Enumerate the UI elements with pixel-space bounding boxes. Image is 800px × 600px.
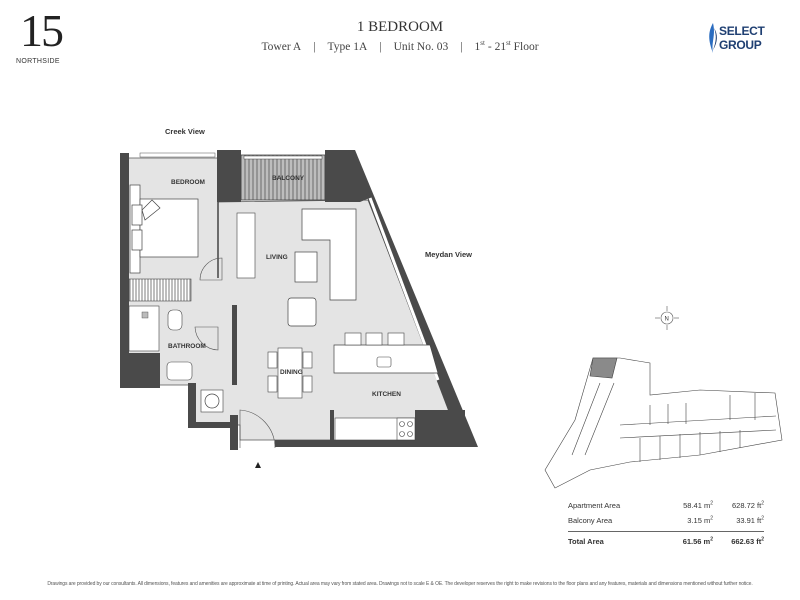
toilet <box>167 309 183 331</box>
view-label-meydan: Meydan View <box>425 250 472 259</box>
coffee-table <box>294 251 318 283</box>
room-label-bathroom: BATHROOM <box>168 343 206 350</box>
washing-machine <box>200 389 224 413</box>
unit-details: Tower A | Type 1A | Unit No. 03 | 1st - 21st F… <box>0 40 800 54</box>
area-label: Apartment Area <box>568 501 621 510</box>
bar-stools <box>344 332 405 346</box>
balcony-railing <box>243 155 323 160</box>
project-logo-subtitle: NORTHSIDE <box>16 58 60 65</box>
armchair <box>287 297 317 327</box>
dining-table <box>267 347 313 399</box>
table-row: Balcony Area 3.15 m2 33.91 ft2 <box>568 513 764 528</box>
total-row: Total Area 61.56 m2 662.63 ft2 <box>568 531 764 549</box>
developer-name-line1: SELECT <box>719 24 765 38</box>
room-label-bedroom: BEDROOM <box>171 179 205 186</box>
separator: | <box>379 41 382 53</box>
area-sqm: 58.41 m2 <box>683 500 713 510</box>
separator: | <box>460 41 463 53</box>
type-label: Type 1A <box>327 41 368 53</box>
balcony-area <box>240 154 326 201</box>
washbasin <box>166 361 193 381</box>
walls <box>120 150 478 450</box>
key-plan-unit-highlight <box>589 357 618 379</box>
total-sqft: 662.63 ft2 <box>731 536 764 546</box>
flame-icon <box>709 23 717 53</box>
shower-drain <box>141 311 149 319</box>
total-sqm: 61.56 m2 <box>682 536 713 546</box>
room-label-kitchen: KITCHEN <box>372 391 401 398</box>
tv-unit <box>236 212 256 279</box>
area-table: Apartment Area 58.41 m2 628.72 ft2 Balco… <box>568 498 764 549</box>
room-label-balcony: BALCONY <box>272 175 305 182</box>
room-label-living: LIVING <box>266 254 288 261</box>
sofa <box>301 208 357 301</box>
disclaimer: Drawings are provided by our consultants… <box>47 581 753 587</box>
tower-label: Tower A <box>261 41 302 53</box>
wardrobe <box>128 278 192 302</box>
cooktop <box>396 417 416 441</box>
unit-label: Unit No. 03 <box>393 41 449 53</box>
floor-range: 1st - 21st Floor <box>474 39 539 53</box>
entry-door[interactable] <box>239 409 276 449</box>
sink <box>376 356 392 368</box>
separator: | <box>313 41 316 53</box>
area-sqft: 628.72 ft2 <box>732 500 764 510</box>
washing-machine-drum <box>204 393 220 409</box>
room-label-dining: DINING <box>280 369 303 376</box>
table-row: Apartment Area 58.41 m2 628.72 ft2 <box>568 498 764 513</box>
entrance-arrow-icon <box>255 462 261 468</box>
bed <box>129 184 199 274</box>
bedroom-door[interactable] <box>199 257 223 281</box>
project-logo: 15 <box>20 5 64 56</box>
total-label: Total Area <box>568 537 604 546</box>
area-label: Balcony Area <box>568 516 613 525</box>
key-plan <box>544 357 783 489</box>
compass-icon <box>655 306 679 330</box>
area-sqft: 33.91 ft2 <box>736 515 764 525</box>
developer-name-line2: GROUP <box>719 38 762 52</box>
view-label-creek: Creek View <box>165 127 205 136</box>
page-title: 1 BEDROOM <box>356 19 444 35</box>
compass-north-label: N <box>665 317 669 323</box>
bathroom-door[interactable] <box>194 326 219 351</box>
area-sqm: 3.15 m2 <box>687 515 713 525</box>
bedroom-window <box>139 152 216 158</box>
